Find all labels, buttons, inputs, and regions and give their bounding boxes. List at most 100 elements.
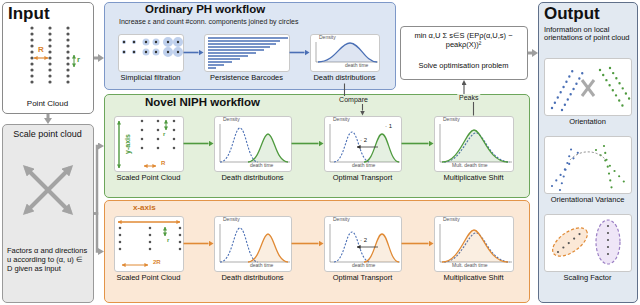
- y-scaled-curve: [248, 134, 288, 162]
- filtration-halos: [124, 42, 178, 62]
- orientation-cross: [582, 80, 594, 96]
- text-label: · 1: [385, 123, 392, 130]
- orientation-points: [562, 70, 584, 110]
- label-anchor: y-axis: [124, 134, 132, 154]
- scaling-points: [558, 232, 582, 252]
- label-anchor: death time: [250, 263, 273, 269]
- label-anchor: Mult. death time: [452, 163, 488, 169]
- filtration-points: [145, 42, 147, 62]
- edge-label: Compare: [337, 95, 370, 103]
- label-anchor: Density: [333, 117, 350, 123]
- connector-arrow: [402, 143, 429, 145]
- label-anchor: death time: [352, 163, 375, 169]
- text-label: R: [161, 160, 165, 167]
- text-label: Density: [333, 217, 350, 223]
- x-axis-arrow: [118, 221, 180, 222]
- y-scaled-curve: [364, 134, 399, 162]
- connector-arrow: [184, 52, 199, 54]
- y-axis-arrow: [118, 121, 119, 168]
- filtration-halos: [153, 42, 160, 62]
- big-radius-arrow: [34, 57, 48, 58]
- scale-arrows: [26, 168, 70, 212]
- x-scaled-curve: [248, 230, 508, 262]
- variance-points: [604, 146, 612, 190]
- connector-arrow: [94, 214, 98, 252]
- label-anchor: R: [38, 45, 44, 54]
- node-title: Scale point cloud: [6, 129, 89, 139]
- node-title: Ordinary PH workflow: [145, 3, 355, 16]
- step-caption: Orientation: [544, 118, 632, 127]
- label-anchor: Peaks: [457, 94, 480, 102]
- filtration-points: [123, 42, 125, 62]
- label-anchor: · 1: [385, 123, 392, 130]
- big-radius-arrow: [144, 166, 156, 167]
- scaling-points: [558, 226, 608, 258]
- connector-arrow: [184, 243, 209, 245]
- step-caption: Death distributions: [214, 274, 292, 283]
- scaled-point-cloud: [157, 121, 160, 157]
- plot-axes: [330, 224, 400, 262]
- node-body: Solve optimisation problem: [405, 62, 522, 71]
- scale-arrows: [26, 168, 70, 212]
- transport-arrow: [357, 247, 378, 248]
- label-anchor: · 2: [360, 137, 367, 144]
- plot-axes: [220, 124, 290, 162]
- label-anchor: Density: [223, 117, 240, 123]
- step-card: [114, 216, 184, 272]
- step-caption: Scaled Point Cloud: [114, 174, 184, 183]
- node-body: Increase ε and count #conn. components j…: [119, 18, 384, 26]
- point-cloud: [30, 28, 33, 88]
- label-anchor: 2R: [153, 259, 161, 266]
- connector-arrow: [47, 114, 50, 118]
- text-label: Density: [443, 117, 460, 123]
- node-title: Novel NIPH workflow: [145, 96, 365, 109]
- plot-axes: [440, 224, 512, 262]
- scaled-point-cloud: [179, 228, 182, 256]
- plot-axes: [220, 224, 290, 262]
- orientation-points: [552, 68, 630, 110]
- orientation-points: [552, 68, 574, 108]
- text-label: Mult. death time: [452, 163, 488, 169]
- scale-panel: Scale point cloudFactors α and direction…: [2, 124, 94, 303]
- text-label: · 2: [360, 237, 367, 244]
- reference-curve: [220, 128, 510, 262]
- node-title: Output: [544, 4, 632, 24]
- label-anchor: death time: [352, 263, 375, 269]
- orientation-points: [600, 70, 624, 108]
- scale-arrows: [26, 168, 70, 212]
- filtration-points: [155, 42, 157, 62]
- step-caption: Simplicial filtration: [118, 74, 184, 83]
- label-anchor: Density: [319, 35, 336, 41]
- label-anchor: R: [161, 160, 165, 167]
- text-label: R: [38, 45, 44, 54]
- orientation-cross: [582, 80, 594, 96]
- node-body: Factors α and directions u according to …: [7, 247, 89, 273]
- text-label: Density: [333, 117, 350, 123]
- text-label: Density: [319, 35, 336, 41]
- output-item: Orientation: [544, 58, 632, 128]
- optimisation-box: min α,U Σ s∈S (EPρ(α,U,s) − peakρ(X))²So…: [400, 26, 528, 80]
- step-box: Death distributions: [214, 116, 292, 184]
- y-scaled-curve: [442, 130, 508, 162]
- step-caption: Scaled Point Cloud: [114, 274, 184, 283]
- connector-arrow: [402, 243, 429, 245]
- text-label: y-axis: [124, 134, 132, 154]
- text-label: 2R: [153, 259, 161, 266]
- small-radius-arrow: [166, 120, 167, 130]
- connector-arrow: [528, 52, 532, 55]
- plot-axes: [220, 124, 512, 262]
- edge-label: Peaks: [457, 94, 480, 102]
- point-cloud: [48, 28, 51, 88]
- filtration-halos: [132, 42, 136, 62]
- step-caption: Death distributions: [310, 74, 380, 83]
- connector-arrow: [292, 243, 319, 245]
- filtration-points: [177, 42, 179, 62]
- connector-arrow: [94, 146, 98, 214]
- text-label: Density: [223, 217, 240, 223]
- density-curve: [318, 43, 377, 62]
- scaling-ellipses: [548, 222, 592, 261]
- plot-axes: [330, 124, 400, 162]
- label-anchor: Compare: [337, 95, 370, 103]
